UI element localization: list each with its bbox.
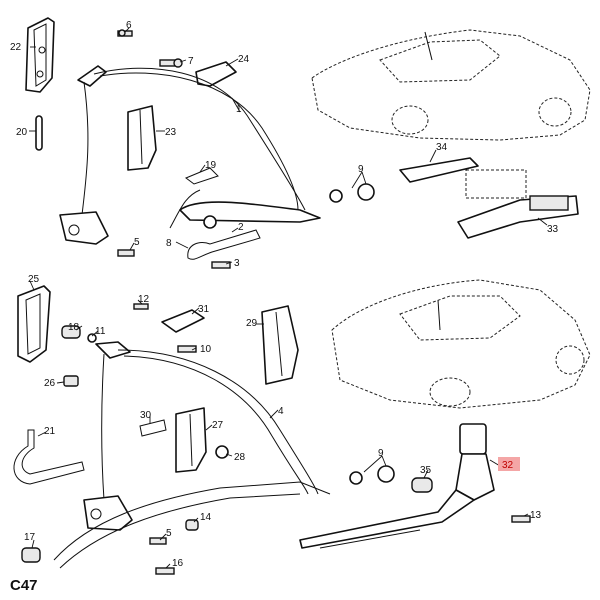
part-24-cover bbox=[195, 61, 237, 87]
car-illustration-bottom bbox=[331, 279, 591, 409]
callout-35: 35 bbox=[420, 465, 432, 476]
part-31-cover bbox=[161, 309, 205, 333]
part-34-rail bbox=[399, 157, 479, 183]
callout-27: 27 bbox=[212, 420, 224, 431]
callout-12: 12 bbox=[138, 294, 150, 305]
callout-34: 34 bbox=[436, 142, 448, 153]
callout-1: 1 bbox=[236, 104, 242, 115]
part-26-nut bbox=[63, 375, 79, 387]
part-35-bushing bbox=[411, 477, 433, 493]
callout-22: 22 bbox=[10, 42, 22, 53]
callout-2: 2 bbox=[238, 222, 244, 233]
part-6-screw bbox=[117, 29, 133, 37]
callout-32: 32 bbox=[502, 460, 514, 471]
part-27-pillar-cover bbox=[175, 407, 207, 473]
callout-9-bottom: 9 bbox=[378, 448, 384, 459]
part-12-screw bbox=[133, 303, 149, 310]
callout-5: 5 bbox=[134, 237, 140, 248]
part-30-clip bbox=[139, 419, 167, 437]
callout-17: 17 bbox=[24, 532, 36, 543]
part-4-seat-belt bbox=[53, 341, 331, 569]
callout-16: 16 bbox=[172, 558, 184, 569]
part-5-bolt-bottom bbox=[149, 537, 167, 545]
callout-6: 6 bbox=[126, 20, 132, 31]
part-23-pillar-cover bbox=[127, 105, 157, 171]
callout-5-bottom: 5 bbox=[166, 528, 172, 539]
leader-lines bbox=[29, 27, 548, 569]
callout-31: 31 bbox=[198, 304, 210, 315]
car-illustration-top bbox=[311, 29, 591, 141]
callout-24: 24 bbox=[238, 54, 250, 65]
callout-8: 8 bbox=[166, 238, 172, 249]
callout-19: 19 bbox=[205, 160, 217, 171]
part-1-seat-belt bbox=[59, 65, 321, 245]
part-29-pillar-trim bbox=[261, 305, 299, 385]
callout-10: 10 bbox=[200, 344, 212, 355]
callout-9: 9 bbox=[358, 164, 364, 175]
callout-21: 21 bbox=[44, 426, 56, 437]
callout-29: 29 bbox=[246, 318, 258, 329]
callout-3: 3 bbox=[234, 258, 240, 269]
part-20-strip bbox=[35, 115, 43, 151]
part-10-bolt bbox=[177, 345, 197, 353]
callout-18: 18 bbox=[68, 322, 80, 333]
part-19-clip bbox=[185, 167, 219, 185]
part-28-plug bbox=[215, 445, 229, 459]
part-17-anchor bbox=[21, 547, 41, 563]
callout-labels: 22 6 7 24 1 20 23 19 9 34 2 8 5 3 33 25 … bbox=[10, 20, 559, 569]
part-5-bolt bbox=[117, 249, 135, 257]
part-25-height-adjuster bbox=[17, 285, 51, 363]
part-11-washer bbox=[87, 333, 97, 343]
part-14-bushing bbox=[185, 519, 199, 531]
part-2-8-bracket bbox=[187, 215, 261, 260]
callout-11: 11 bbox=[95, 326, 106, 337]
part-33-buckle-module bbox=[457, 169, 579, 239]
part-21-bracket bbox=[13, 429, 85, 485]
part-7-bolt bbox=[159, 58, 183, 68]
part-13-bolt bbox=[511, 515, 531, 523]
callout-28: 28 bbox=[234, 452, 246, 463]
part-9-cap bbox=[329, 183, 375, 203]
part-9-cap-bottom bbox=[349, 465, 395, 485]
part-32-buckle bbox=[299, 423, 495, 549]
callout-30: 30 bbox=[140, 410, 152, 421]
diagram-code: C47 bbox=[10, 577, 38, 594]
callout-7: 7 bbox=[188, 56, 194, 67]
callout-4: 4 bbox=[278, 406, 284, 417]
highlight-box-32 bbox=[498, 457, 520, 471]
part-16-bolt bbox=[155, 567, 175, 575]
part-18-bushing bbox=[61, 325, 81, 339]
part-3-bolt bbox=[211, 261, 231, 269]
callout-20: 20 bbox=[16, 127, 28, 138]
callout-23: 23 bbox=[165, 127, 177, 138]
callout-33: 33 bbox=[547, 224, 559, 235]
callout-14: 14 bbox=[200, 512, 212, 523]
callout-26: 26 bbox=[44, 378, 56, 389]
part-22-height-adjuster bbox=[25, 17, 55, 93]
callout-13: 13 bbox=[530, 510, 542, 521]
callout-25: 25 bbox=[28, 274, 40, 285]
